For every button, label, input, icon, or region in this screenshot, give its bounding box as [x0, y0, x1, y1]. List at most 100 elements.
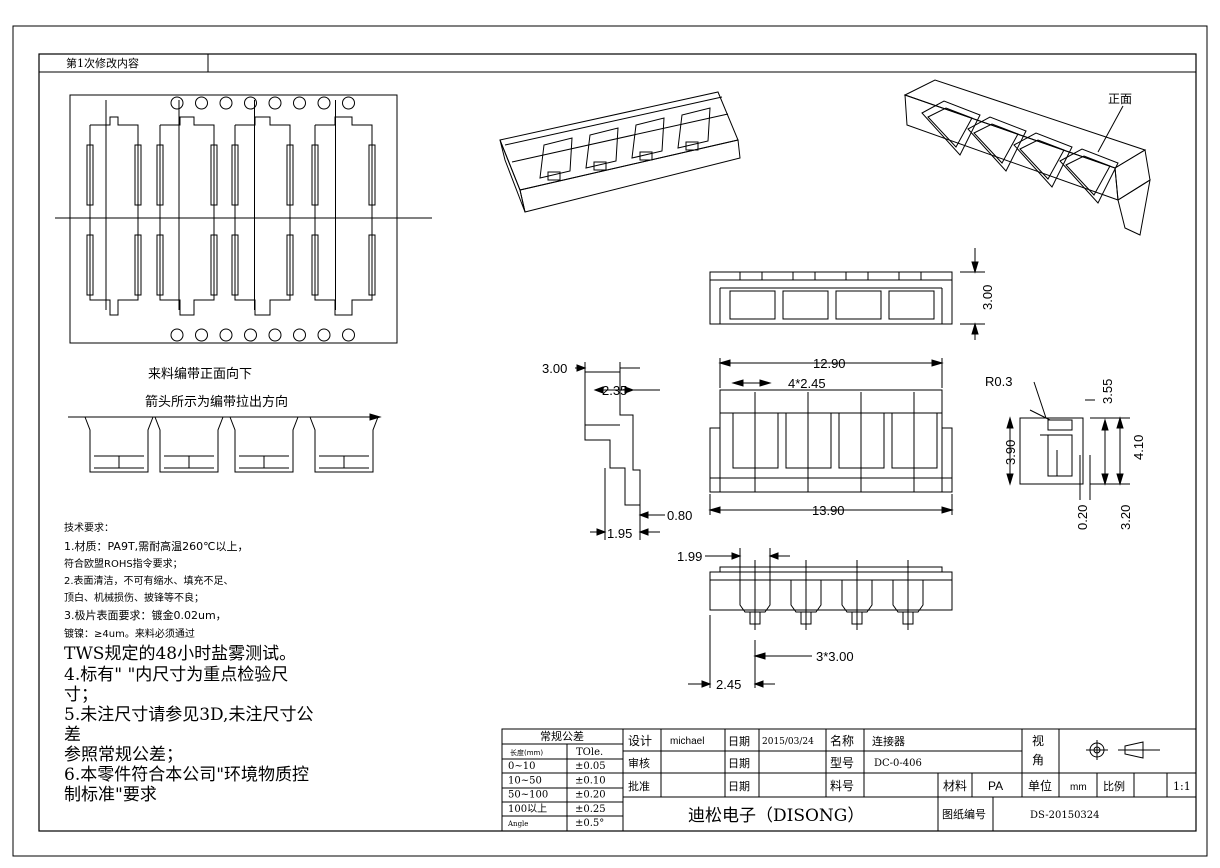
tol-range: 50~100: [508, 790, 548, 801]
tape-pocket: [159, 116, 215, 316]
sprocket-hole: [244, 96, 257, 110]
tech-big-4: 5.未注尺寸请参见3D,未注尺寸公: [64, 705, 313, 725]
material-label: 材料: [943, 779, 967, 793]
dim-h-320: 3.20: [1118, 505, 1133, 530]
tol-value: ±0.25: [575, 804, 606, 815]
scale-value: 1:1: [1173, 780, 1191, 793]
date-label-3: 日期: [728, 780, 750, 793]
pocket-rail: [156, 144, 164, 206]
top-view-cell: [729, 290, 776, 320]
dim-bottom-width: 1.99: [677, 549, 702, 564]
tol-range: Angle: [507, 820, 528, 828]
bottom-view: [688, 548, 953, 688]
tech-big-7: 6.本零件符合本公司"环境物质控: [64, 765, 309, 785]
iso-view-front: [903, 79, 1151, 236]
dim-overall-bottom: 13.90: [812, 503, 845, 518]
pocket-rail: [286, 144, 294, 206]
tape-cavity: [309, 416, 379, 473]
arrow-direction-note: 箭头所示为编带拉出方向: [145, 394, 288, 410]
tol-range: 0~10: [508, 761, 535, 772]
tech-big-3: 寸；: [64, 685, 98, 705]
pocket-rail: [368, 144, 376, 206]
sprocket-hole: [170, 96, 184, 110]
tech-heading: 技术要求：: [64, 521, 114, 534]
tol-value: ±0.5°: [575, 818, 604, 829]
front-view: [708, 358, 954, 515]
iso-slot-tab: [593, 161, 607, 171]
tech-line-1: 1.材质：PA9T,需耐高温260℃以上，: [64, 539, 249, 553]
top-view: [709, 248, 985, 340]
dim-side-top: 3.00: [542, 361, 567, 376]
tol-value: ±0.20: [575, 790, 606, 801]
pocket-rail: [156, 234, 164, 296]
material-value: PA: [988, 779, 1003, 793]
revision-label: 第1次修改内容: [66, 56, 139, 70]
date-label-2: 日期: [728, 757, 750, 770]
dim-h-355: 3.55: [1100, 379, 1115, 404]
top-view-tab: [792, 271, 816, 281]
approve-label: 批准: [628, 779, 650, 793]
iso-pocket-inner: [1065, 155, 1111, 196]
tape-cavity: [154, 416, 224, 473]
dim-radius: R0.3: [985, 374, 1012, 389]
dim-pitch-note: 4*2.45: [788, 376, 826, 391]
tape-cavity: [229, 416, 299, 473]
iso-pocket-outer: [967, 116, 1027, 172]
sprocket-hole: [219, 96, 233, 110]
top-view-cell: [782, 290, 829, 320]
tech-big-8: 制标准"要求: [64, 785, 157, 805]
name-label: 名称: [830, 733, 854, 748]
pocket-rail: [86, 234, 94, 296]
iso-pocket-outer: [921, 100, 981, 156]
feed-direction-note: 来料编带正面向下: [148, 366, 252, 382]
iso-slot-tab: [547, 171, 561, 181]
tol-range: 100以上: [508, 803, 547, 815]
pocket-rail: [231, 144, 239, 206]
top-view-tab: [739, 271, 763, 281]
design-label: 设计: [628, 734, 652, 748]
top-view-tab: [845, 271, 869, 281]
sprocket-hole: [195, 96, 208, 110]
tape-pocket: [234, 116, 291, 316]
pocket-rail: [134, 234, 142, 296]
tol-col-tol: TOle.: [576, 747, 603, 758]
side-section-view: [575, 362, 665, 540]
tol-col-length: 长度(mm): [510, 748, 543, 757]
sprocket-hole: [342, 96, 355, 110]
top-view-cell: [835, 290, 882, 320]
tech-requirements: 技术要求： 1.材质：PA9T,需耐高温260℃以上， 符合欧盟ROHS指令要求…: [64, 521, 313, 805]
pocket-rail: [210, 234, 218, 296]
tol-value: ±0.05: [575, 761, 606, 772]
dim-bottom-offset: 2.45: [716, 677, 741, 692]
company-name: 迪松电子（DISONG）: [688, 806, 864, 826]
iso-pocket-inner: [1019, 139, 1065, 180]
tape-top-view: [55, 94, 432, 344]
iso-pocket-inner: [927, 107, 973, 148]
sprocket-hole: [170, 328, 184, 342]
title-block-text: 设计 michael 日期 2015/03/24 名称 连接器 审核 日期 型号…: [628, 733, 1191, 826]
front-label: 正面: [1108, 92, 1132, 106]
tape-pocket: [314, 116, 373, 316]
tape-cavity: [84, 416, 154, 473]
review-label: 审核: [628, 756, 650, 770]
end-section-view: [1006, 381, 1130, 500]
sprocket-hole: [268, 328, 282, 342]
dim-side-height: 3.00: [980, 285, 995, 310]
iso-pocket-inner: [973, 123, 1019, 164]
dim-overall-top: 12.90: [813, 356, 846, 371]
tape-pocket: [89, 116, 139, 316]
pocket-rail: [368, 234, 376, 296]
sprocket-hole: [219, 328, 233, 342]
iso-slot-tab: [639, 151, 653, 161]
dim-h-410: 4.10: [1131, 435, 1146, 460]
iso-view-back: [499, 91, 741, 213]
tech-line-3: 2.表面清洁，不可有缩水、填充不足、: [64, 574, 234, 587]
view-label-2: 角: [1032, 753, 1044, 767]
tech-big-6: 参照常规公差；: [64, 745, 183, 765]
designer: michael: [670, 736, 704, 747]
tech-big-1: TWS规定的48小时盐雾测试。: [64, 644, 296, 664]
dim-h-390: 3.90: [1003, 440, 1018, 465]
sprocket-hole: [317, 96, 331, 110]
pocket-rail: [231, 234, 239, 296]
